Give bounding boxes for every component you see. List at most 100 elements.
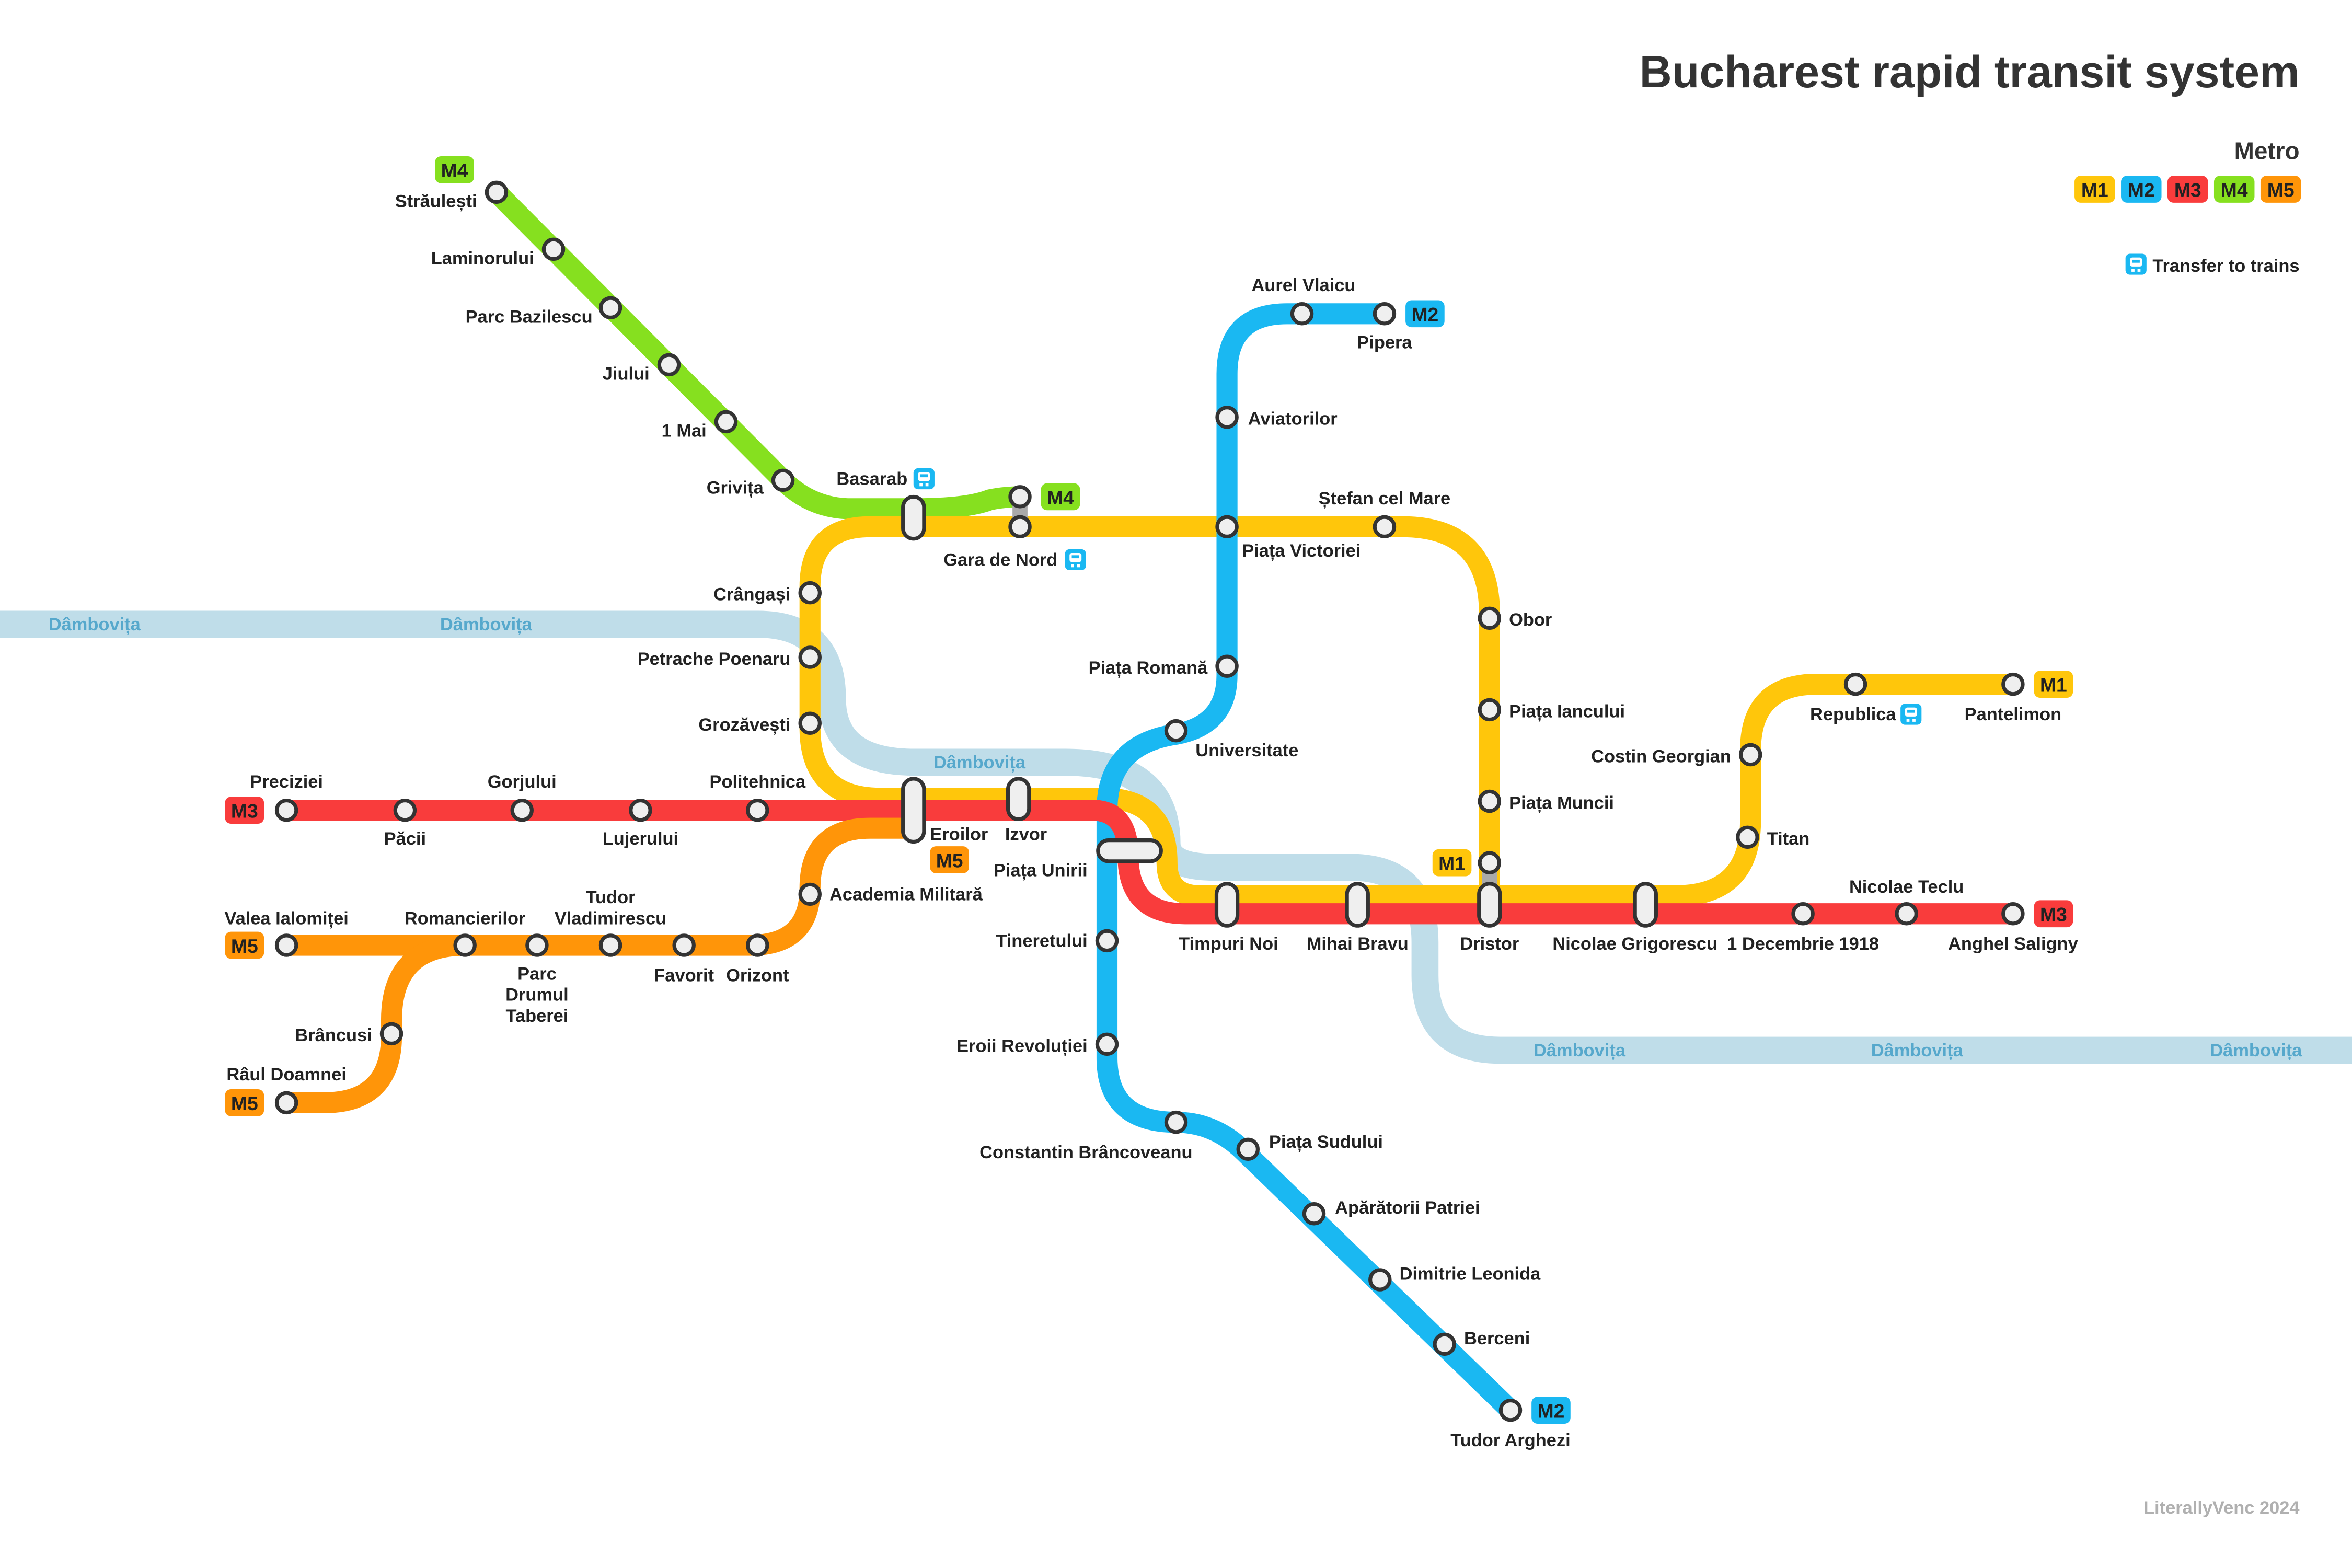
station-label: Grozăvești bbox=[698, 715, 790, 735]
station-pantelimon[interactable] bbox=[2001, 672, 2025, 696]
station-obor[interactable] bbox=[1478, 606, 1502, 630]
station-dristor-pill[interactable] bbox=[1477, 882, 1502, 928]
station-label-line: Vladimirescu bbox=[555, 908, 666, 928]
station-label: Pipera bbox=[1357, 332, 1412, 352]
station-label: Piața Iancului bbox=[1509, 701, 1625, 721]
legend-badge-m1: M1 bbox=[2074, 176, 2115, 203]
badge-m4[interactable]: M4 bbox=[1041, 483, 1080, 511]
station-izvor-pill[interactable] bbox=[1006, 777, 1031, 822]
station-label: Aviatorilor bbox=[1248, 409, 1338, 429]
badge-m3[interactable]: M3 bbox=[2034, 900, 2073, 928]
station-grozavesti[interactable] bbox=[798, 711, 822, 735]
station-piata-muncii[interactable] bbox=[1478, 789, 1502, 813]
station-berceni[interactable] bbox=[1433, 1332, 1456, 1356]
badge-m1[interactable]: M1 bbox=[1432, 849, 1472, 877]
station-raul-doamnei[interactable] bbox=[274, 1091, 298, 1115]
badge-m1[interactable]: M1 bbox=[2034, 671, 2073, 698]
station-eroilor-pill[interactable] bbox=[901, 777, 926, 844]
station-label: Laminorului bbox=[431, 249, 534, 269]
station-piata-iancului[interactable] bbox=[1478, 698, 1502, 722]
station-label: Izvor bbox=[1005, 825, 1047, 845]
station-label: Orizont bbox=[726, 965, 789, 985]
station-1-decembrie[interactable] bbox=[1791, 902, 1815, 926]
station-nicolae-grigorescu-pill[interactable] bbox=[1633, 882, 1658, 928]
station-aparatorii-patriei[interactable] bbox=[1302, 1202, 1326, 1226]
station-petrache-poenaru[interactable] bbox=[798, 645, 822, 669]
station-label: Parc Bazilescu bbox=[466, 307, 593, 327]
station-straulesti[interactable] bbox=[485, 180, 509, 204]
station-timpuri-noi-pill[interactable] bbox=[1214, 882, 1240, 928]
station-piata-victoriei[interactable] bbox=[1215, 515, 1239, 539]
badge-m5[interactable]: M5 bbox=[930, 846, 969, 873]
station-jiului[interactable] bbox=[657, 353, 681, 377]
station-pacii[interactable] bbox=[393, 798, 417, 822]
station-label: Străulești bbox=[395, 192, 477, 212]
station-pipera[interactable] bbox=[1373, 302, 1397, 326]
station-mihai-bravu-pill[interactable] bbox=[1345, 882, 1370, 928]
station-piata-sudului[interactable] bbox=[1236, 1137, 1260, 1161]
station-lujerului[interactable] bbox=[629, 798, 652, 822]
station-basarab-pill[interactable] bbox=[901, 494, 926, 541]
station-label: Romancierilor bbox=[405, 908, 525, 928]
station-label: Lujerului bbox=[603, 829, 678, 849]
station-grivita[interactable] bbox=[771, 468, 795, 492]
station-label: 1 Mai bbox=[662, 421, 707, 441]
svg-text:M2: M2 bbox=[1538, 1400, 1565, 1422]
legend-badge-m4: M4 bbox=[2213, 176, 2255, 203]
station-romancierilor[interactable] bbox=[453, 933, 477, 957]
station-tudor-arghezi[interactable] bbox=[1498, 1398, 1523, 1422]
station-eroii-revolutiei[interactable] bbox=[1095, 1032, 1119, 1056]
train-transfer-icons bbox=[913, 468, 1922, 725]
badge-m3[interactable]: M3 bbox=[225, 797, 264, 824]
station-favorit[interactable] bbox=[672, 933, 696, 957]
station-costin-georgian[interactable] bbox=[1738, 743, 1762, 767]
station-laminorului[interactable] bbox=[541, 237, 566, 261]
station-label: Favorit bbox=[654, 965, 714, 985]
station-gara-de-nord-m1[interactable] bbox=[1008, 515, 1032, 539]
station-aviatorilor[interactable] bbox=[1215, 406, 1239, 429]
interchanges bbox=[901, 494, 1658, 928]
station-parc-bazilescu[interactable] bbox=[598, 296, 622, 320]
station-dristor-m1[interactable] bbox=[1478, 851, 1502, 874]
station-label: Constantin Brâncoveanu bbox=[979, 1143, 1192, 1162]
station-1-mai[interactable] bbox=[714, 410, 738, 434]
station-label: Piața Muncii bbox=[1509, 793, 1614, 813]
station-dimitrie-leonida[interactable] bbox=[1368, 1268, 1392, 1292]
station-piata-romana[interactable] bbox=[1215, 654, 1239, 678]
station-gara-de-nord-m4[interactable] bbox=[1008, 485, 1032, 509]
station-aurel-vlaicu[interactable] bbox=[1290, 302, 1314, 326]
station-preciziei[interactable] bbox=[274, 798, 298, 822]
station-constantin-brancoveanu[interactable] bbox=[1164, 1110, 1188, 1134]
station-parc-drumul-taberei[interactable] bbox=[525, 933, 549, 957]
station-piata-unirii-pill[interactable] bbox=[1096, 838, 1163, 863]
line-m4[interactable] bbox=[486, 181, 1031, 520]
station-label-line: Parc bbox=[517, 964, 557, 984]
station-label: Petrache Poenaru bbox=[638, 649, 791, 669]
station-nicolae-teclu[interactable] bbox=[1895, 902, 1918, 926]
badge-m5[interactable]: M5 bbox=[225, 1089, 264, 1116]
station-politehnica[interactable] bbox=[746, 798, 769, 822]
station-universitate[interactable] bbox=[1164, 719, 1188, 743]
badge-m5[interactable]: M5 bbox=[225, 931, 264, 959]
badge-m4[interactable]: M4 bbox=[435, 156, 474, 183]
station-valea-ialomitei[interactable] bbox=[274, 933, 298, 957]
badge-m2[interactable]: M2 bbox=[1405, 300, 1445, 328]
station-stefan-cel-mare[interactable] bbox=[1373, 515, 1397, 539]
station-tudor-vladimirescu[interactable] bbox=[598, 933, 622, 957]
station-gorjului[interactable] bbox=[510, 798, 534, 822]
station-anghel-saligny[interactable] bbox=[2001, 902, 2025, 926]
line-m1-loop[interactable] bbox=[903, 516, 1500, 906]
badge-m2[interactable]: M2 bbox=[1531, 1397, 1571, 1424]
station-republica[interactable] bbox=[1843, 672, 1867, 696]
station-label: Piața Sudului bbox=[1269, 1132, 1383, 1152]
station-crangasi[interactable] bbox=[798, 581, 822, 605]
station-titan[interactable] bbox=[1736, 825, 1759, 849]
svg-text:M5: M5 bbox=[2267, 179, 2295, 201]
station-orizont[interactable] bbox=[746, 933, 769, 957]
station-academia-militara[interactable] bbox=[798, 882, 822, 906]
station-label: Mihai Bravu bbox=[1307, 934, 1409, 954]
station-tineretului[interactable] bbox=[1095, 929, 1119, 953]
svg-text:M2: M2 bbox=[2128, 179, 2155, 201]
station-brancusi[interactable] bbox=[379, 1022, 403, 1046]
